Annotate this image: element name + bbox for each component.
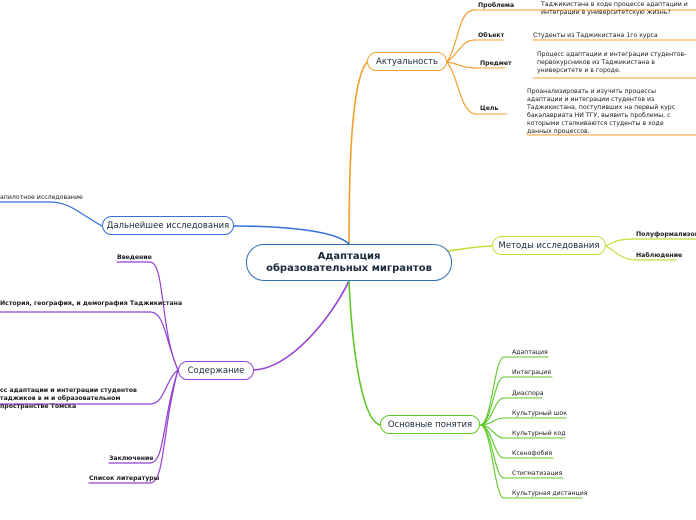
topic-basic-concepts[interactable]: Основные понятия xyxy=(380,415,480,434)
link-root-research xyxy=(233,225,350,245)
link-concept-3 xyxy=(479,417,567,426)
link-contents-history xyxy=(0,311,179,371)
method-item-observation[interactable]: Наблюдение xyxy=(636,252,683,259)
link-research-pilot xyxy=(0,201,103,227)
link-contents-references xyxy=(88,369,179,484)
link-contents-intro xyxy=(116,261,179,371)
contents-item-intro[interactable]: Введение xyxy=(117,254,152,261)
link-method-semiformal xyxy=(605,238,696,247)
concept-item-cultural-distance[interactable]: Культурная дистанция xyxy=(512,490,588,497)
link-concept-0 xyxy=(479,356,549,426)
relevance-subject-text[interactable]: Процесс адаптации и интеграции студентов… xyxy=(537,51,687,74)
link-concept-2 xyxy=(479,397,543,426)
link-relevance-subject xyxy=(446,61,478,69)
relevance-object-key[interactable]: Объект xyxy=(478,32,505,39)
method-item-semiformal[interactable]: Полуформализован xyxy=(636,231,696,238)
link-relevance-goal xyxy=(446,61,478,115)
relevance-problem-key[interactable]: Проблема xyxy=(478,2,515,9)
relevance-problem-text[interactable]: Таджикистана в ходе процессе адаптации и… xyxy=(541,1,688,16)
link-relevance-object xyxy=(446,39,476,63)
concept-item-culture-code[interactable]: Культурный код xyxy=(512,430,566,437)
root-topic[interactable]: Адаптация образовательных мигрантов xyxy=(246,244,452,281)
concept-item-integration[interactable]: Интеграция xyxy=(512,369,552,376)
relevance-object-text[interactable]: Студенты из Таджикистана 1го курса xyxy=(533,32,658,39)
link-relevance-problem xyxy=(446,9,476,63)
link-root-relevance xyxy=(348,61,368,245)
underline-subject xyxy=(476,67,696,79)
relevance-goal-text[interactable]: Проанализировать и изучить процессы адап… xyxy=(527,88,676,135)
concept-item-stigmatization[interactable]: Стигматизация xyxy=(512,470,563,477)
topic-relevance[interactable]: Актуальность xyxy=(367,52,447,71)
link-root-concepts xyxy=(348,280,381,426)
topic-further-research[interactable]: Дальнейшее исследования xyxy=(102,216,234,235)
concept-item-adaptation[interactable]: Адаптация xyxy=(512,349,548,356)
contents-item-adaptation[interactable]: сс адаптации и интеграции студентов тадж… xyxy=(0,387,137,410)
link-root-contents xyxy=(253,280,350,371)
contents-item-references[interactable]: Список литературы xyxy=(89,475,160,482)
link-method-observation xyxy=(605,245,677,261)
link-concept-7 xyxy=(479,424,583,499)
contents-item-conclusion[interactable]: Заключение xyxy=(109,455,154,462)
contents-item-history[interactable]: История, география, и демография Таджики… xyxy=(0,300,183,307)
relevance-goal-key[interactable]: Цель xyxy=(480,105,499,112)
topic-research-methods[interactable]: Методы исследования xyxy=(492,236,606,255)
concept-item-diaspora[interactable]: Диаспора xyxy=(512,390,544,397)
link-concept-1 xyxy=(479,376,553,426)
underline-goal xyxy=(476,113,696,136)
topic-contents[interactable]: Содержание xyxy=(178,361,254,380)
link-contents-conclusion xyxy=(108,369,179,464)
link-contents-adaptation xyxy=(0,369,179,405)
concept-item-culture-shock[interactable]: Культурный шок xyxy=(512,410,567,417)
relevance-subject-key[interactable]: Предмет xyxy=(480,60,512,67)
research-item-pilot[interactable]: апилотное исследование xyxy=(0,194,83,201)
concept-item-xenophobia[interactable]: Ксенофобия xyxy=(512,450,553,457)
